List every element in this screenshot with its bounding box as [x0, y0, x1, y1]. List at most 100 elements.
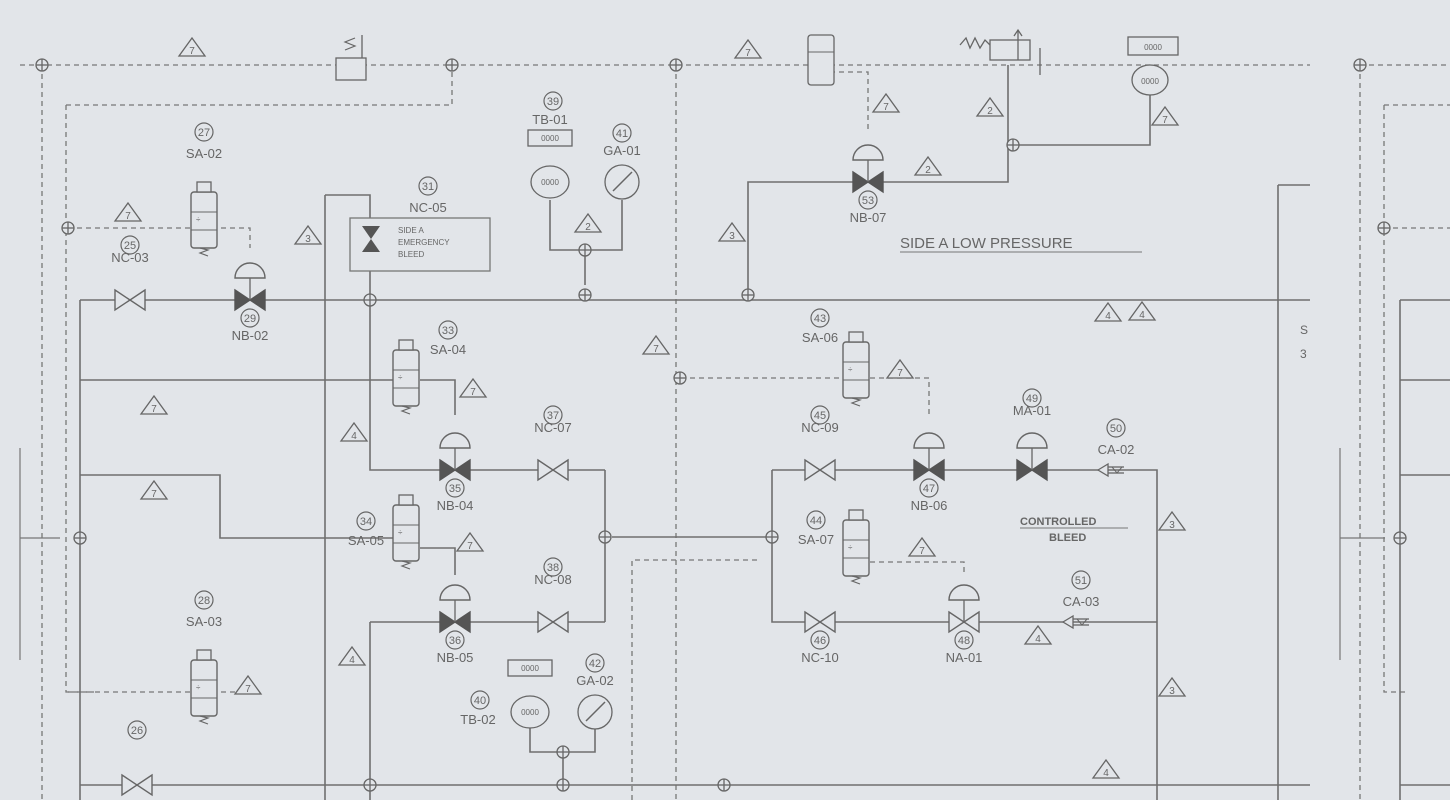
- inst-i42-number: 42: [589, 658, 601, 670]
- transducer-readout: 0000: [521, 708, 539, 717]
- valve-v45-tag: NC-09: [801, 420, 839, 435]
- valve-v48-number: 48: [958, 635, 970, 647]
- valve-v36-number: 36: [449, 635, 461, 647]
- inst-i41-number: 41: [616, 128, 628, 140]
- valve-v46-bubble: [810, 630, 830, 650]
- note-flag-number: 7: [467, 541, 473, 552]
- check-c51-number: 51: [1075, 575, 1087, 587]
- note-flag: 2: [574, 213, 602, 233]
- valve-v26-bubble: [127, 720, 147, 740]
- transducer-readout: 0000: [541, 178, 559, 187]
- check-c50-bubble: [1106, 418, 1126, 438]
- valve-[interactable]: 26: [121, 720, 153, 796]
- solenoid-s28-bubble: [194, 590, 214, 610]
- inst-i41-tag: GA-01: [603, 143, 641, 158]
- transducer-display: 0000: [541, 134, 559, 143]
- note-flag-number: 4: [349, 655, 355, 666]
- solenoid-s44-bubble: [806, 510, 826, 530]
- note-flag: 7: [178, 37, 206, 57]
- valve-v37-number: 37: [547, 410, 559, 422]
- valve-v47-bubble: [919, 478, 939, 498]
- note-flag: 7: [642, 335, 670, 355]
- inst-i39-bubble: [543, 91, 563, 111]
- note-flag-number: 3: [1169, 520, 1175, 531]
- inst-i40-bubble: [470, 690, 490, 710]
- note-flag-number: 7: [151, 489, 157, 500]
- check-c50-tag: CA-02: [1098, 442, 1135, 457]
- solenoid-s34-number: 34: [360, 516, 372, 528]
- display-readout-top: 0000: [1144, 43, 1162, 52]
- side-mark-2: 3: [1300, 347, 1307, 361]
- valve-v53-tag: NB-07: [850, 210, 887, 225]
- valve-v35-bubble: [445, 478, 465, 498]
- note-flag-number: 4: [351, 431, 357, 442]
- pressure-regulator-icon: [959, 28, 1041, 75]
- solenoid-s28-number: 28: [198, 595, 210, 607]
- note-flag-number: 4: [1105, 311, 1111, 322]
- check-c50-number: 50: [1110, 423, 1122, 435]
- note-flag-number: 7: [189, 46, 195, 57]
- valve-v37-tag: NC-07: [534, 420, 572, 435]
- solenoid-s43-bubble: [810, 308, 830, 328]
- pressure-switch-icon: [335, 35, 367, 81]
- pipe-fittings: [35, 58, 1407, 792]
- note-flag-number: 4: [1035, 634, 1041, 645]
- valve-v53-number: 53: [862, 195, 874, 207]
- note-flag-number: 3: [729, 231, 735, 242]
- valve-v45-bubble: [810, 405, 830, 425]
- solenoid-s44-number: 44: [810, 515, 822, 527]
- solenoid-s33-tag: SA-04: [430, 342, 466, 357]
- valve-v35-tag: NB-04: [437, 498, 474, 513]
- valve-v47-number: 47: [923, 483, 935, 495]
- valve-v25-number: 25: [124, 240, 136, 252]
- side-mark-1: S: [1300, 323, 1308, 337]
- inst-i39-tag: TB-01: [532, 112, 567, 127]
- valve-v35-number: 35: [449, 483, 461, 495]
- inst-i40-number: 40: [474, 695, 486, 707]
- note-flag-number: 4: [1139, 310, 1145, 321]
- solenoid-s34-bubble: [356, 511, 376, 531]
- emergency-bleed-box: SIDE A EMERGENCY BLEED: [349, 217, 491, 272]
- emergency-box-line3: BLEED: [398, 250, 424, 259]
- solenoid-s33-bubble: [438, 320, 458, 340]
- valve-v36-bubble: [445, 630, 465, 650]
- solenoid-s33-number: 33: [442, 325, 454, 337]
- note-flag-number: 7: [919, 546, 925, 557]
- section-title: SIDE A LOW PRESSURE: [900, 235, 1073, 252]
- valve-v48-tag: NA-01: [946, 650, 983, 665]
- signal-lines: [20, 64, 1450, 800]
- valve-v25-tag: NC-03: [111, 250, 149, 265]
- valve-v31-number: 31: [422, 181, 434, 193]
- controlled-bleed-label-1: CONTROLLED: [1020, 516, 1096, 528]
- note-flag: 7: [1151, 106, 1179, 126]
- emergency-box-line1: SIDE A: [398, 226, 424, 235]
- valve-v49-number: 49: [1026, 393, 1038, 405]
- solenoid-s28-tag: SA-03: [186, 614, 222, 629]
